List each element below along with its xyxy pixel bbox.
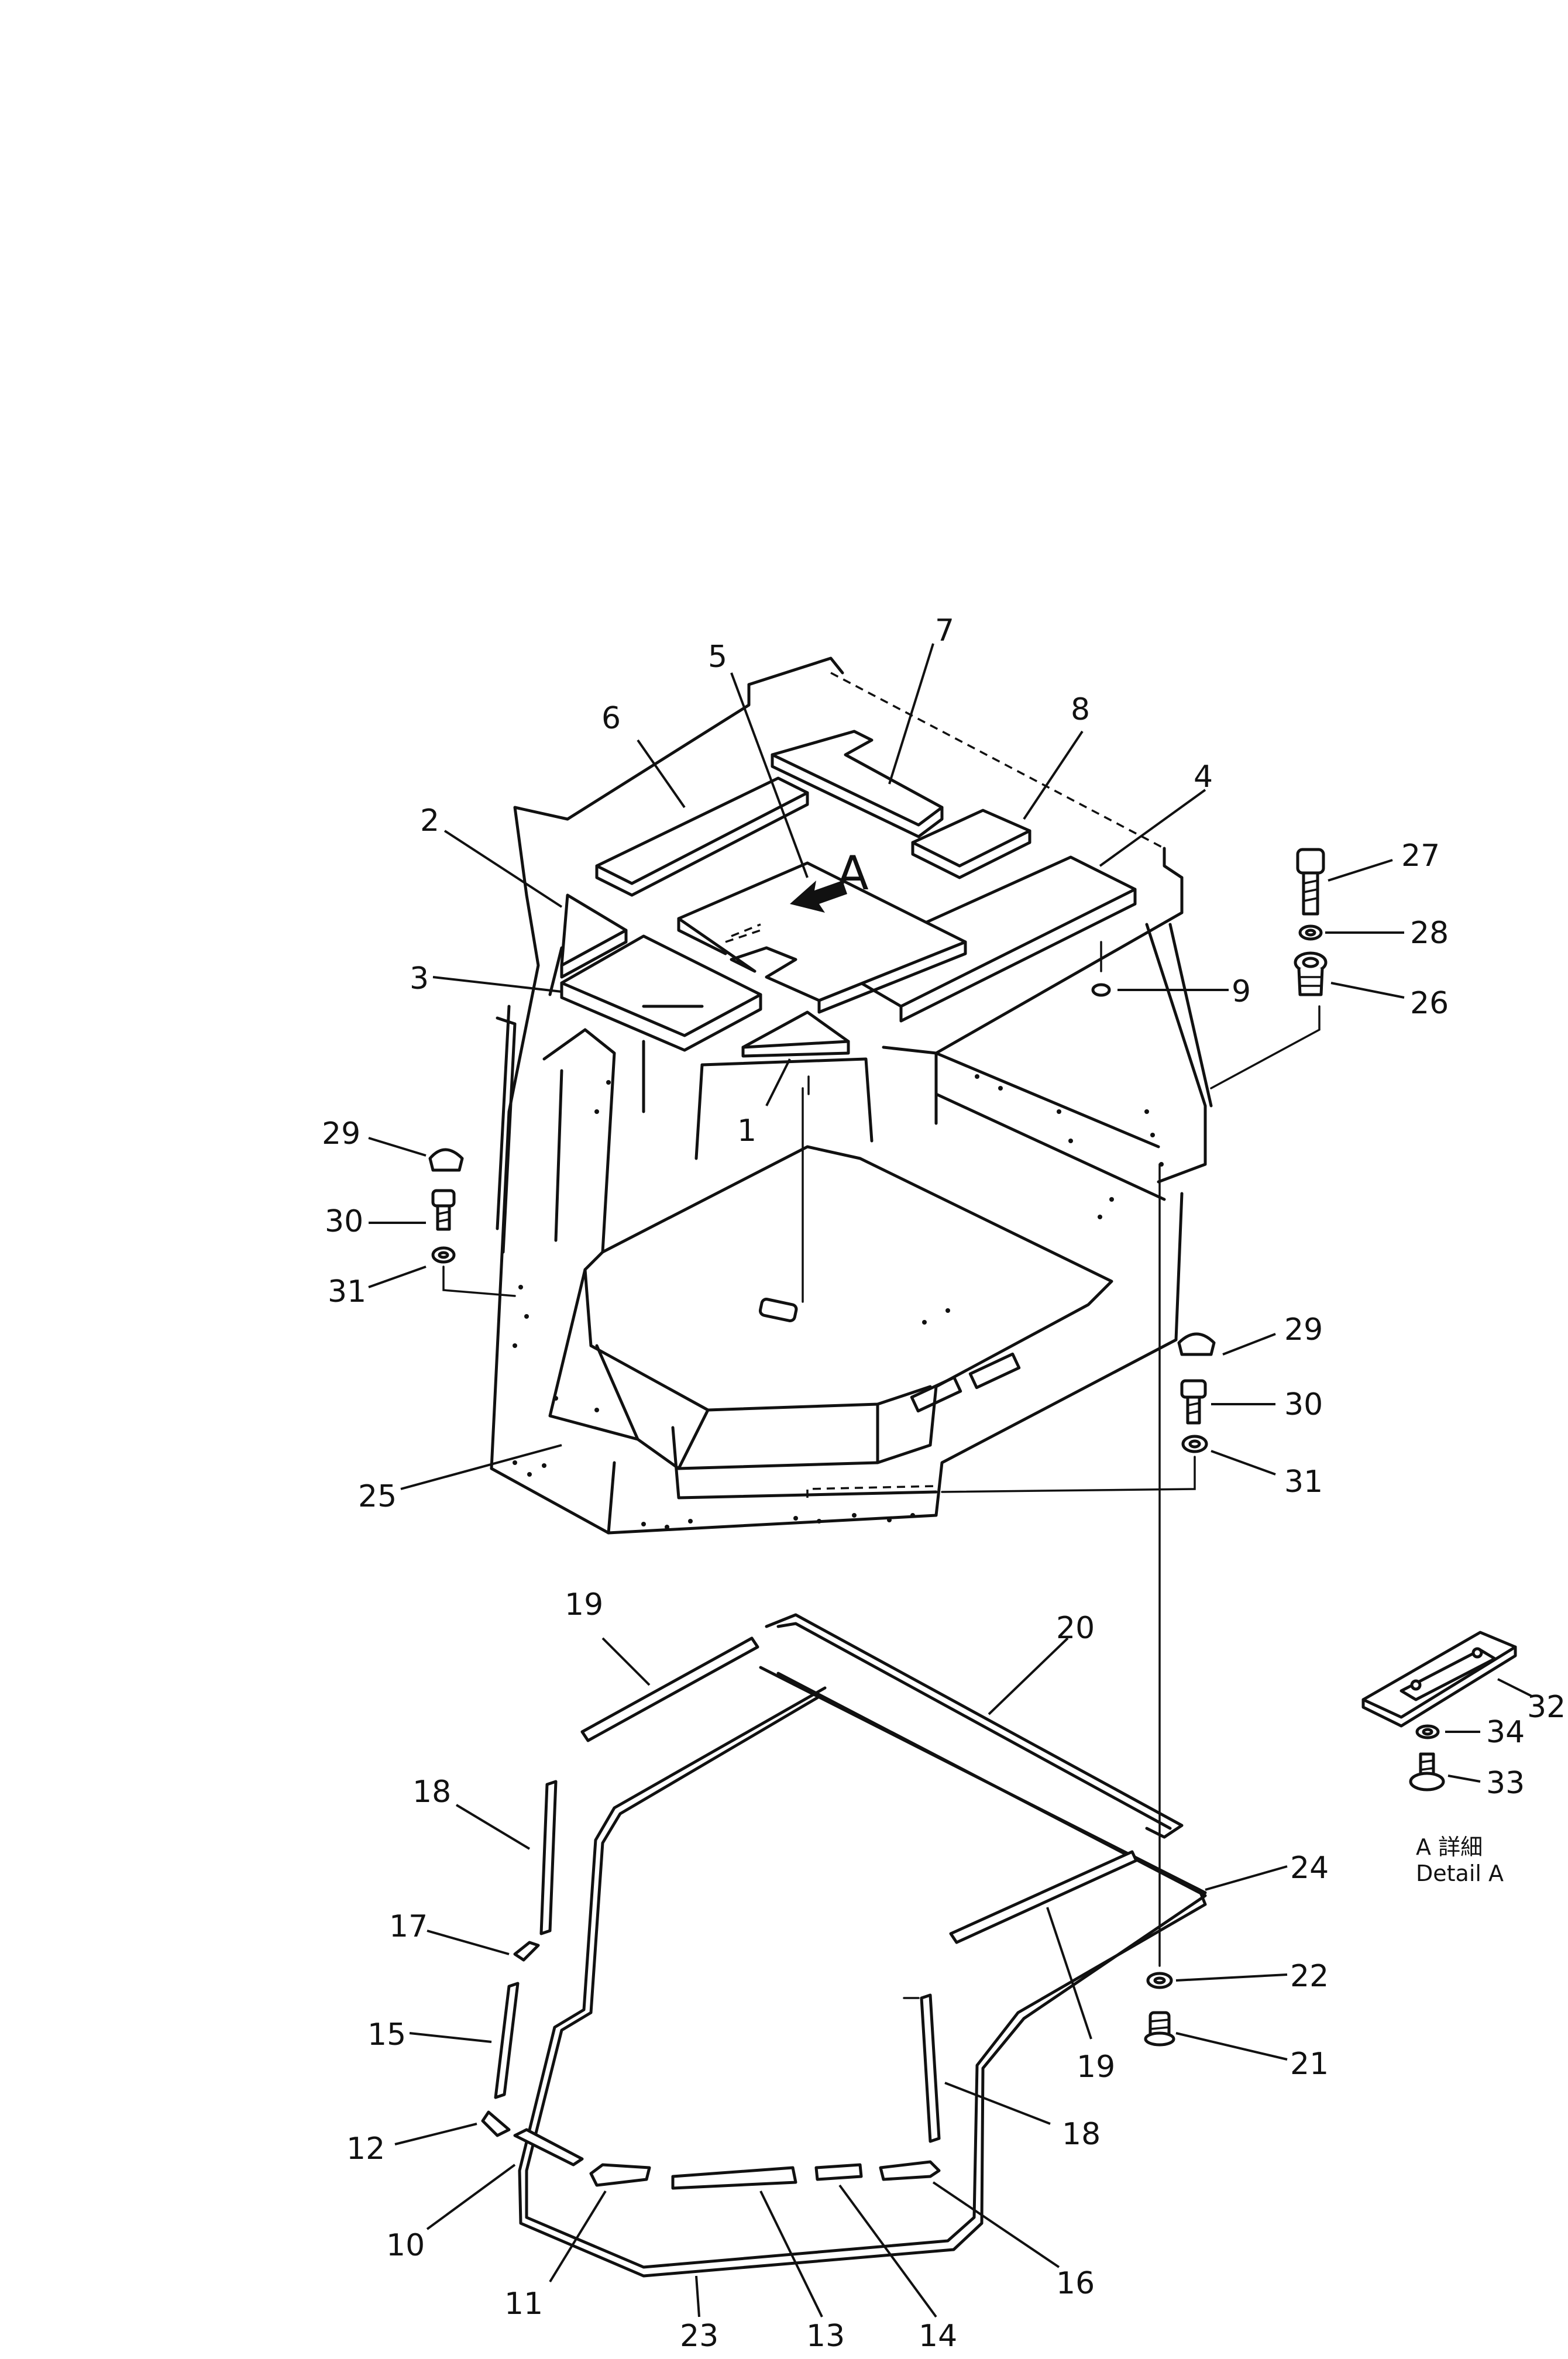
label-4: 4	[1194, 759, 1213, 795]
label-32: 32	[1527, 1690, 1566, 1725]
label-34: 34	[1486, 1715, 1525, 1750]
piece-17	[513, 1941, 540, 1962]
label-31b: 31	[1284, 1464, 1323, 1500]
part-number-labels: 7 5 8 6 4 2 27 28 3 9 26 1 29 30 31 29 3…	[322, 613, 1566, 2354]
bolt-27	[1296, 848, 1325, 875]
label-1: 1	[737, 1113, 757, 1148]
label-9: 9	[1232, 974, 1251, 1009]
bolt-30-left	[431, 1189, 456, 1208]
pad-5	[677, 861, 967, 1002]
label-19b: 19	[1077, 2049, 1115, 2085]
seal-23	[525, 1666, 1207, 2269]
strip-19-right	[949, 1850, 1138, 1944]
label-13: 13	[806, 2319, 845, 2354]
label-2: 2	[420, 803, 439, 838]
label-28: 28	[1410, 916, 1449, 951]
label-22: 22	[1290, 1959, 1329, 1994]
label-33: 33	[1486, 1766, 1525, 1801]
label-18a: 18	[412, 1775, 451, 1810]
pad-2	[560, 893, 628, 967]
strip-10	[513, 2128, 584, 2167]
strip-15	[494, 1982, 520, 2099]
label-11: 11	[504, 2286, 543, 2322]
label-19a: 19	[565, 1587, 603, 1622]
plate-32	[1361, 1631, 1517, 1719]
floor-frame	[481, 1613, 1207, 2278]
channel-20	[765, 1613, 1184, 1839]
svg-text:A: A	[837, 846, 869, 900]
bolt-30-right	[1180, 1379, 1207, 1399]
fasteners-bottom-right	[1144, 1972, 1175, 2047]
leader-lines	[368, 643, 1533, 2318]
label-5: 5	[708, 639, 727, 675]
label-26: 26	[1410, 986, 1449, 1021]
strip-14	[814, 2163, 863, 2181]
fasteners-right-mid	[941, 1332, 1216, 1493]
label-15: 15	[367, 2017, 406, 2052]
pad-7	[771, 730, 944, 827]
label-29b: 29	[1284, 1312, 1323, 1347]
label-3: 3	[410, 961, 429, 996]
label-30b: 30	[1284, 1387, 1323, 1422]
piece-11	[589, 2163, 651, 2187]
strip-18-left	[539, 1780, 558, 1935]
piece-16	[879, 2160, 941, 2181]
strip-18-right	[920, 1993, 941, 2143]
label-7: 7	[935, 613, 954, 648]
fasteners-right-top	[1210, 848, 1328, 1089]
label-14: 14	[919, 2319, 957, 2354]
piece-12	[481, 2110, 511, 2137]
roof-pads	[560, 730, 1137, 1058]
view-arrow-a: A	[790, 846, 869, 913]
strip-19-left	[580, 1636, 759, 1742]
label-20: 20	[1056, 1611, 1095, 1646]
label-23: 23	[680, 2319, 718, 2354]
label-27: 27	[1401, 838, 1440, 874]
label-10: 10	[386, 2228, 425, 2263]
label-18b: 18	[1062, 2117, 1101, 2152]
cap-29-left	[428, 1148, 464, 1172]
label-29a: 29	[322, 1116, 360, 1151]
label-21: 21	[1290, 2047, 1329, 2082]
cab-body	[490, 656, 1213, 1535]
label-6: 6	[601, 701, 621, 736]
label-31a: 31	[328, 1274, 366, 1309]
label-30a: 30	[325, 1204, 363, 1239]
pad-1	[741, 1010, 850, 1049]
label-8: 8	[1071, 692, 1090, 727]
detail-a: A 詳細 Detail A	[1361, 1631, 1517, 1886]
svg-text:Detail A: Detail A	[1416, 1861, 1504, 1886]
label-25: 25	[358, 1479, 397, 1514]
label-24: 24	[1290, 1851, 1329, 1886]
pad-8	[911, 809, 1031, 868]
cap-29-right	[1177, 1332, 1216, 1356]
label-16: 16	[1056, 2266, 1095, 2301]
strip-13	[671, 2166, 797, 2190]
fasteners-left	[428, 1148, 516, 1297]
washer-9	[1091, 983, 1111, 997]
label-12: 12	[346, 2131, 385, 2167]
svg-text:A 詳細: A 詳細	[1416, 1834, 1483, 1860]
label-17: 17	[389, 1909, 428, 1944]
